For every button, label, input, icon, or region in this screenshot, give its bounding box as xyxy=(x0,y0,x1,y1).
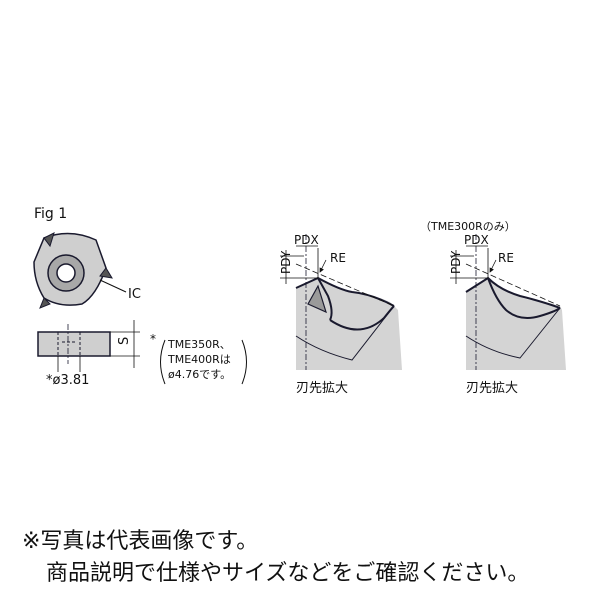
edge-detail-2 xyxy=(450,234,566,370)
footnote-line3: ø4.76です。 xyxy=(168,368,231,381)
ic-label: IC xyxy=(128,287,141,302)
detail1-pdx: PDX xyxy=(294,233,319,247)
check-description-note: 商品説明で仕様やサイズなどをご確認ください。 xyxy=(46,561,530,586)
insert-side-view xyxy=(37,320,140,372)
edge-detail-1 xyxy=(280,234,402,370)
detail2-re: RE xyxy=(498,251,514,265)
s-label: S xyxy=(117,337,132,345)
detail2-pdx: PDX xyxy=(464,233,489,247)
insert-top-view xyxy=(33,232,127,309)
detail1-re: RE xyxy=(330,251,346,265)
detail1-pdy: PDY xyxy=(279,250,293,274)
detail2-top-note: （TME300Rのみ） xyxy=(420,220,516,233)
detail2-caption: 刃先拡大 xyxy=(466,381,518,396)
footnote-line1: TME350R、 xyxy=(167,338,231,351)
footnote-line2: TME400Rは xyxy=(167,353,231,366)
detail1-caption: 刃先拡大 xyxy=(296,381,348,396)
footnote-mark: * xyxy=(150,332,156,346)
detail2-pdy: PDY xyxy=(449,250,463,274)
fig-label: Fig 1 xyxy=(34,206,67,222)
hole-dimension: *ø3.81 xyxy=(46,373,89,388)
representative-image-note: ※写真は代表画像です。 xyxy=(22,529,259,554)
